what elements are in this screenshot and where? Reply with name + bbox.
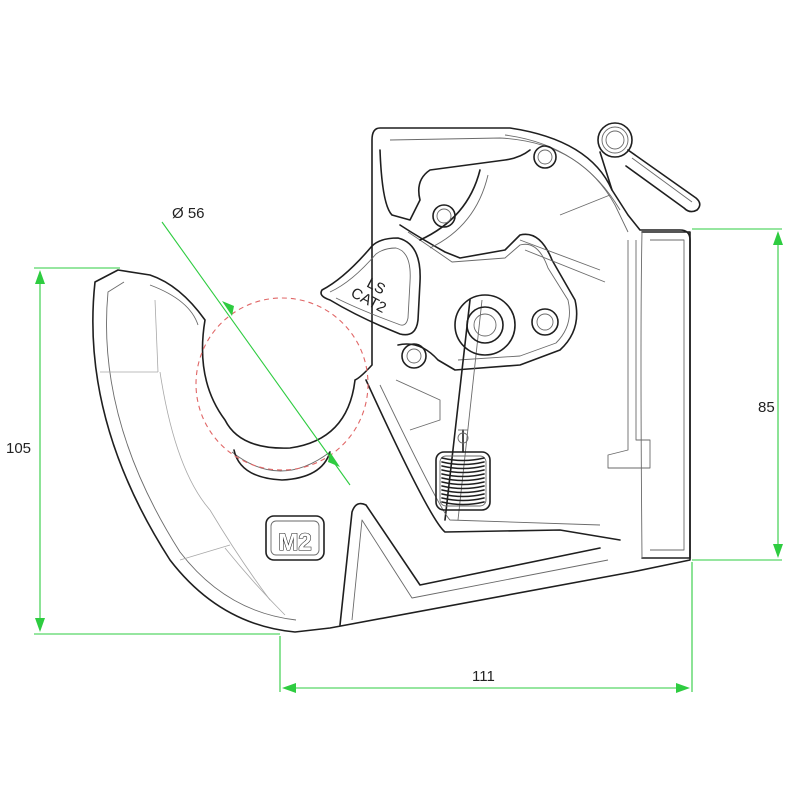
spring-coil — [441, 465, 485, 470]
spring-coil — [441, 461, 485, 466]
lock-handle: LS CAT2 — [320, 237, 421, 336]
spring-coil — [441, 493, 485, 498]
ball-reference-circle — [195, 297, 369, 471]
spring — [435, 429, 491, 511]
spring-coil — [441, 477, 485, 482]
hook-body — [92, 127, 691, 633]
spring-coil — [441, 457, 485, 462]
size-marking: M2 — [265, 515, 325, 561]
spring-coil — [441, 469, 485, 474]
spring-coil — [441, 473, 485, 478]
spring-coil — [441, 497, 485, 502]
spring-coil — [441, 489, 485, 494]
height-right-label: 85 — [758, 399, 775, 416]
spring-coils — [441, 457, 485, 506]
height-left-label: 105 — [6, 440, 31, 457]
spring-coil — [441, 501, 485, 506]
diameter-dimension: Ø 56 — [161, 205, 351, 486]
size-mark-m2: M2 — [278, 529, 311, 556]
category-mark-ls: LS — [364, 275, 388, 299]
diameter-label: Ø 56 — [172, 205, 205, 222]
latch-mechanism — [365, 134, 629, 541]
release-ring — [597, 122, 701, 213]
bottom-width-dimension: 111 — [279, 562, 693, 693]
left-height-dimension: 105 — [6, 267, 280, 635]
right-height-dimension: 85 — [692, 228, 783, 561]
width-bottom-label: 111 — [472, 668, 495, 685]
spring-coil — [441, 481, 485, 486]
spring-coil — [441, 485, 485, 490]
